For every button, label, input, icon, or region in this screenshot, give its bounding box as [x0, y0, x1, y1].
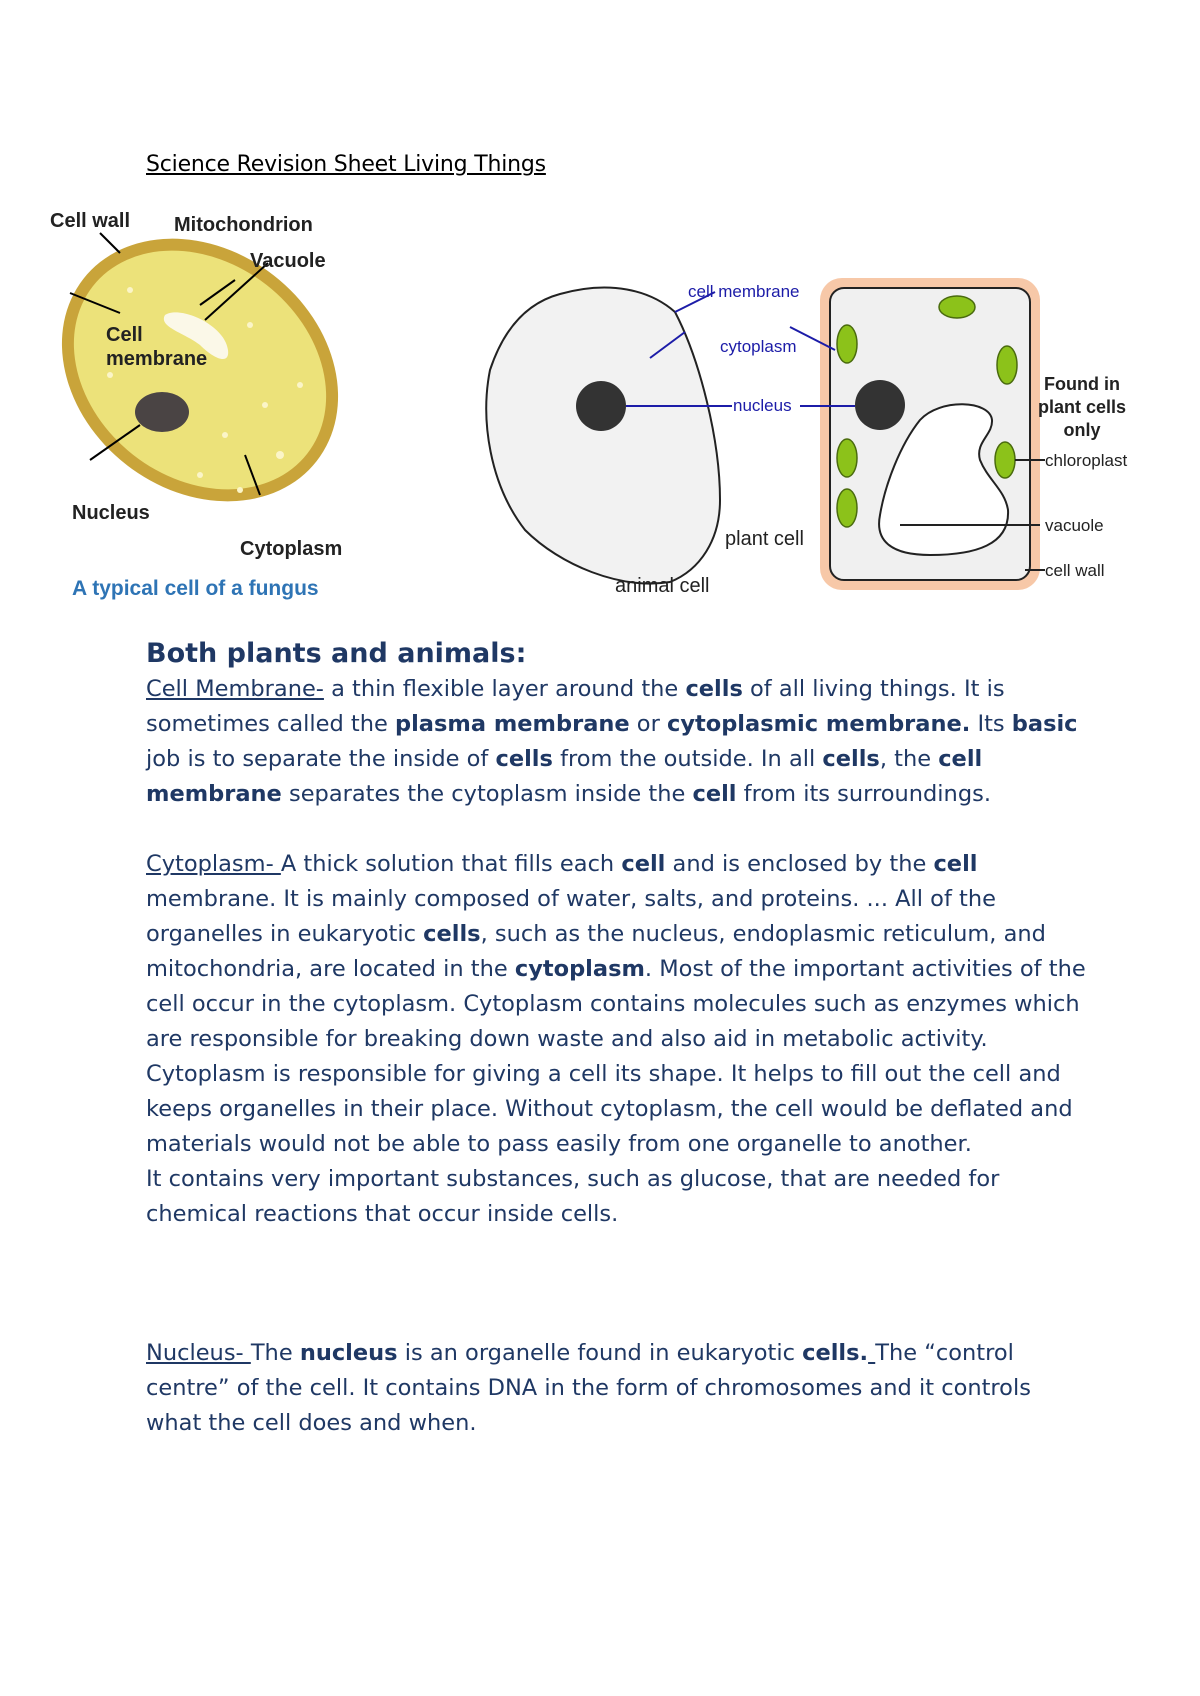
- section-heading: Both plants and animals:: [146, 638, 527, 669]
- term-nucleus: Nucleus-: [146, 1340, 251, 1366]
- fungus-nucleus: [135, 392, 189, 432]
- bold-span: cell membrane: [146, 746, 983, 807]
- label-nucleus: nucleus: [733, 396, 792, 415]
- text-span: Its: [970, 711, 1012, 737]
- label-found-in-1: Found in: [1044, 374, 1120, 394]
- bold-span: cell: [621, 851, 666, 877]
- label-animal-cell: animal cell: [615, 575, 709, 597]
- paragraph-cytoplasm: Cytoplasm- A thick solution that fills e…: [146, 847, 1086, 1232]
- text-span: separates the cytoplasm inside the: [281, 781, 693, 807]
- plant-pointer-lines: [900, 459, 1045, 571]
- label-found-in-2: plant cells: [1038, 397, 1126, 417]
- figure-pointer-lines: [626, 291, 855, 407]
- label-chloroplast: chloroplast: [1045, 451, 1127, 470]
- text-span: A thick solution that fills each: [280, 851, 622, 877]
- bold-span: cells: [685, 676, 743, 702]
- term-cell-membrane: Cell Membrane-: [146, 676, 324, 702]
- text-span: or: [629, 711, 667, 737]
- term-cytoplasm: Cytoplasm-: [146, 851, 281, 877]
- label-cell-membrane: cell membrane: [688, 282, 800, 301]
- text-span: a thin flexible layer around the: [323, 676, 686, 702]
- bold-span: cell: [933, 851, 978, 877]
- label-vacuole: vacuole: [1045, 516, 1104, 535]
- document-title: Science Revision Sheet Living Things: [146, 152, 546, 177]
- fungus-granules: [107, 287, 303, 493]
- fungus-label-cell-membrane-2: membrane: [106, 348, 207, 370]
- text-span: , such as the nucleus, endoplasmic retic…: [146, 921, 1046, 982]
- paragraph-cell-membrane: Cell Membrane- a thin flexible layer aro…: [146, 672, 1086, 812]
- text-span: . Most of the important activities of th…: [146, 956, 1086, 1052]
- paragraph-nucleus: Nucleus- The nucleus is an organelle fou…: [146, 1336, 1086, 1441]
- fungus-label-cytoplasm: Cytoplasm: [240, 538, 342, 560]
- fungus-label-cell-wall: Cell wall: [50, 210, 130, 232]
- text-span: of all living things. It is sometimes ca…: [146, 676, 1005, 737]
- bold-span: basic: [1011, 711, 1078, 737]
- bold-span: cytoplasm: [514, 956, 645, 982]
- fungus-pointer-lines: [69, 232, 269, 496]
- text-span: The “control centre” of the cell. It con…: [146, 1340, 1031, 1436]
- fungus-cytoplasm: [73, 250, 327, 490]
- cytoplasm-paragraph-2: Cytoplasm is responsible for giving a ce…: [146, 1061, 1073, 1157]
- bold-span: cytoplasmic membrane.: [666, 711, 971, 737]
- text-span: from the outside. In all: [552, 746, 823, 772]
- label-cytoplasm: cytoplasm: [720, 337, 797, 356]
- bold-span: plasma membrane: [394, 711, 630, 737]
- fungus-label-mitochondrion: Mitochondrion: [174, 214, 313, 236]
- text-span: , the: [879, 746, 939, 772]
- text-span: The: [250, 1340, 300, 1366]
- bold-span: cells: [822, 746, 880, 772]
- bold-span: cells: [495, 746, 553, 772]
- chloroplasts: [836, 295, 1018, 528]
- fungus-cell-figure: Cell wall Mitochondrion Vacuole Cell mem…: [50, 210, 342, 600]
- bold-span: cells.: [802, 1340, 869, 1366]
- fungus-label-nucleus: Nucleus: [72, 502, 150, 524]
- label-found-in-3: only: [1063, 420, 1100, 440]
- animal-nucleus: [576, 381, 626, 431]
- text-span: job is to separate the inside of: [146, 746, 496, 772]
- cytoplasm-paragraph-3: It contains very important substances, s…: [146, 1166, 1000, 1227]
- fungus-label-cell-membrane-1: Cell: [106, 324, 143, 346]
- bold-span: nucleus: [299, 1340, 398, 1366]
- plant-nucleus: [855, 380, 905, 430]
- fungus-caption: A typical cell of a fungus: [72, 577, 319, 600]
- bold-span: cells: [423, 921, 481, 947]
- fungus-vacuole: [163, 312, 229, 360]
- label-plant-cell: plant cell: [725, 528, 804, 550]
- fungus-label-vacuole: Vacuole: [250, 250, 326, 272]
- animal-plant-cell-figure: cell membrane cytoplasm nucleus Found in…: [485, 278, 1127, 597]
- label-cell-wall: cell wall: [1045, 561, 1105, 580]
- plant-vacuole: [878, 403, 1010, 557]
- text-span: from its surroundings.: [736, 781, 991, 807]
- bold-span: cell: [692, 781, 737, 807]
- text-span: is an organelle found in eukaryotic: [397, 1340, 803, 1366]
- text-span: membrane. It is mainly composed of water…: [146, 886, 996, 947]
- text-span: and is enclosed by the: [665, 851, 934, 877]
